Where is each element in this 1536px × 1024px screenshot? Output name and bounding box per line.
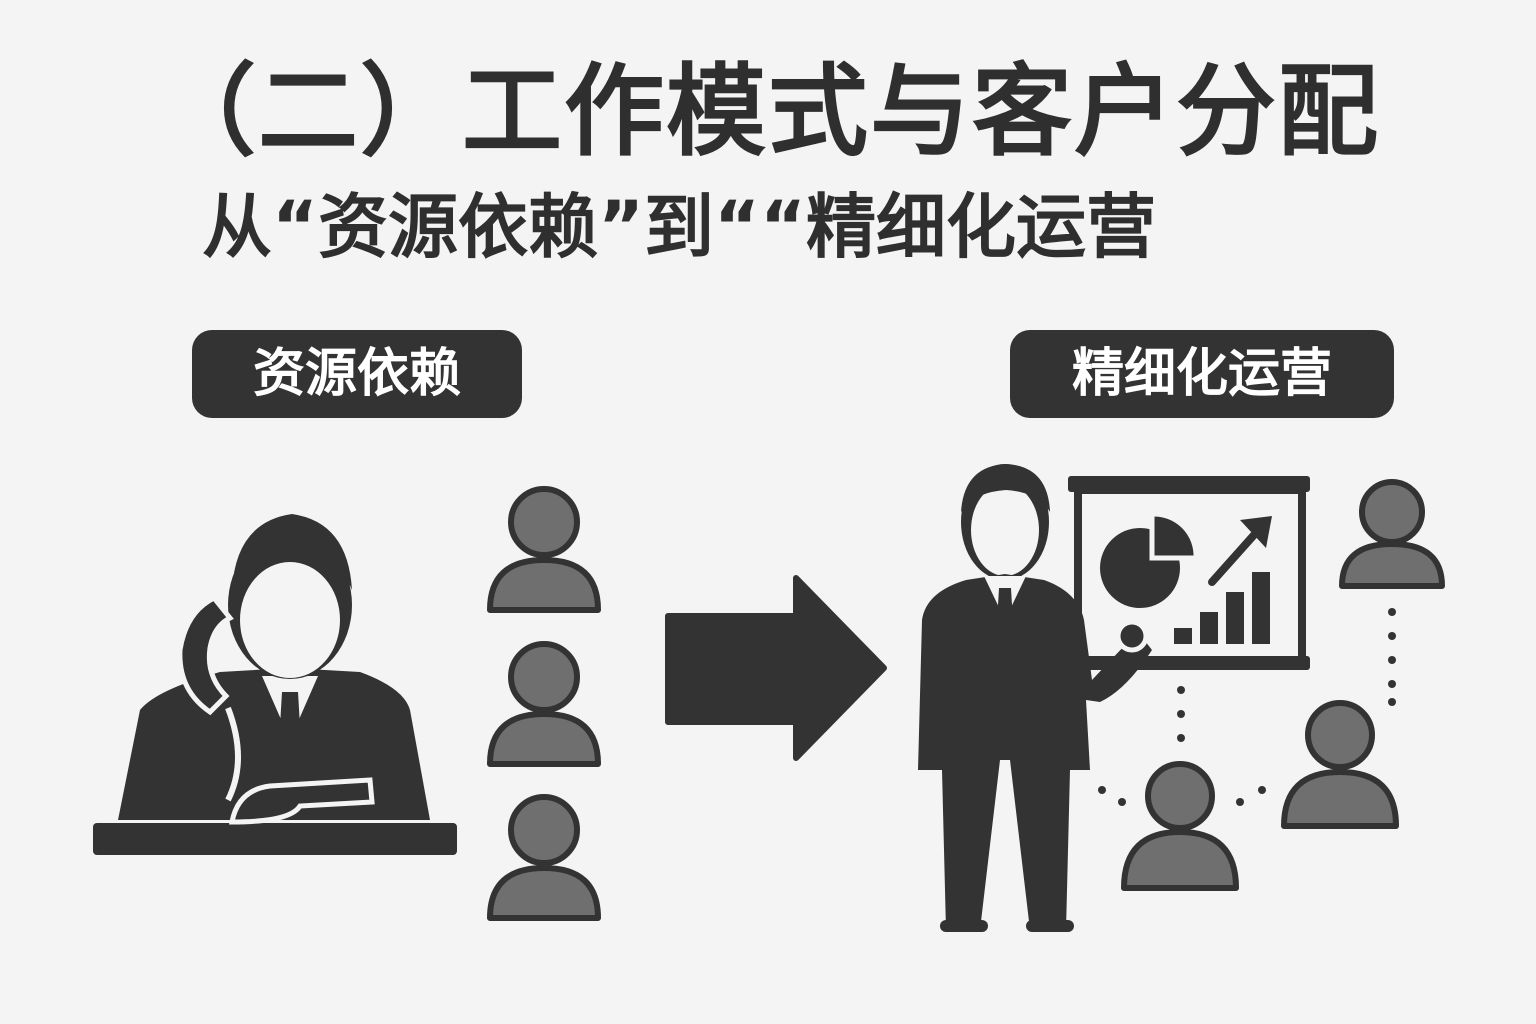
presentation-board-chart-icon (1068, 476, 1310, 670)
customer-icon (487, 794, 601, 921)
businessman-presenting-icon (918, 464, 1152, 932)
page-title: （二）工作模式与客户分配 (156, 53, 1380, 170)
customer-icon (487, 486, 601, 613)
customer-icon (1339, 479, 1445, 589)
resource-dependency-label: 资源依赖 (192, 330, 522, 418)
businessman-on-phone-icon (93, 514, 457, 855)
customer-icon (1281, 700, 1399, 829)
page-subtitle: 从“资源依赖”到““精细化运营 (202, 186, 1157, 268)
customer-icon (487, 641, 601, 767)
right-arrow-icon (665, 575, 887, 761)
customer-icon (1121, 761, 1239, 891)
refined-operation-label: 精细化运营 (1010, 330, 1394, 418)
dotted-connector (1098, 608, 1396, 806)
